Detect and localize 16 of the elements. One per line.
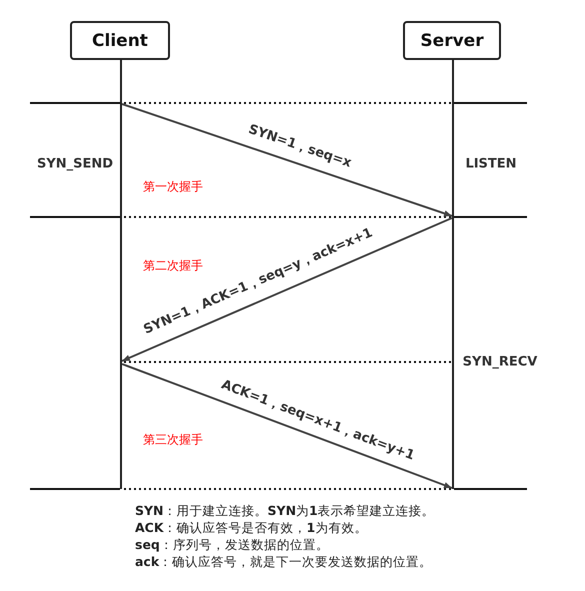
note-text: ACK：确认应答号是否有效，1为有效。 bbox=[135, 520, 368, 537]
participant-box: Client bbox=[70, 21, 170, 60]
message-arrow bbox=[122, 217, 452, 362]
state-label: LISTEN bbox=[465, 156, 517, 172]
participant-box: Server bbox=[403, 21, 501, 60]
message-arrow bbox=[122, 103, 452, 217]
note-text: ack：确认应答号，就是下一次要发送数据的位置。 bbox=[135, 554, 432, 571]
step-label: 第三次握手 bbox=[143, 432, 203, 448]
step-label: 第一次握手 bbox=[143, 178, 203, 196]
note-text: seq：序列号，发送数据的位置。 bbox=[135, 537, 329, 554]
step-label: 第二次握手 bbox=[143, 258, 203, 274]
lifeline bbox=[452, 60, 454, 489]
message-arrow bbox=[122, 363, 452, 489]
note-text: SYN：用于建立连接。SYN为1表示希望建立连接。 bbox=[135, 503, 435, 520]
lifeline bbox=[120, 60, 122, 489]
state-label: SYN_SEND bbox=[36, 156, 114, 172]
